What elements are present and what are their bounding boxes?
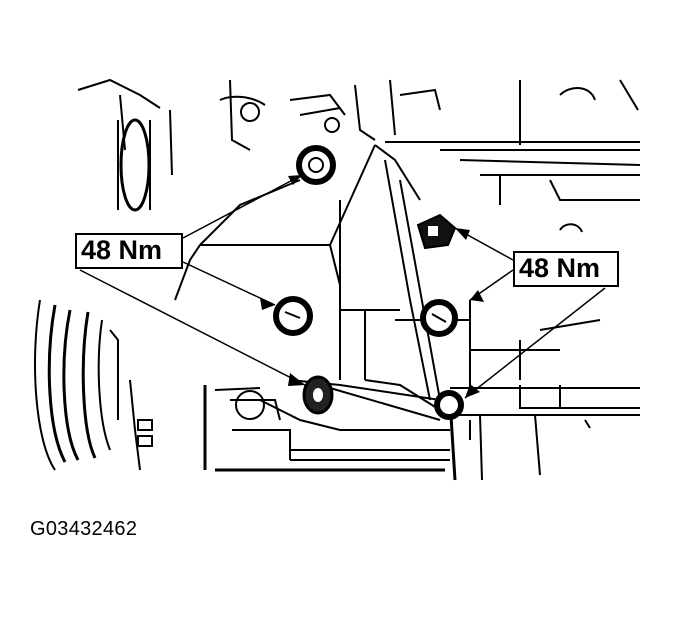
arrow-lower-right-icon bbox=[465, 384, 480, 398]
bolt-middle-left bbox=[276, 299, 310, 333]
torque-label-left: 48 Nm bbox=[75, 233, 183, 269]
leader-line-lower bbox=[80, 270, 305, 385]
arrow-lower-left-icon bbox=[288, 373, 305, 386]
arrow-upper-center-icon bbox=[288, 175, 302, 185]
bolts bbox=[276, 148, 461, 417]
upper-left-casting bbox=[78, 80, 160, 108]
upper-pulley bbox=[121, 120, 149, 210]
bolt-lower-left bbox=[304, 377, 332, 413]
bolt-upper-right bbox=[418, 215, 455, 248]
bolt-lower-right bbox=[437, 393, 461, 417]
figure-id: G03432462 bbox=[30, 518, 138, 540]
arrowheads bbox=[260, 175, 484, 398]
arrow-middle-left-icon bbox=[260, 298, 275, 310]
arrow-middle-right-icon bbox=[470, 290, 484, 302]
torque-label-right: 48 Nm bbox=[513, 251, 619, 287]
leader-line-middle bbox=[183, 262, 275, 305]
arrow-upper-right-icon bbox=[455, 228, 470, 240]
bolt-middle-right bbox=[423, 302, 455, 334]
bolt-upper-center bbox=[299, 148, 333, 182]
leader-line-upper bbox=[183, 175, 302, 238]
